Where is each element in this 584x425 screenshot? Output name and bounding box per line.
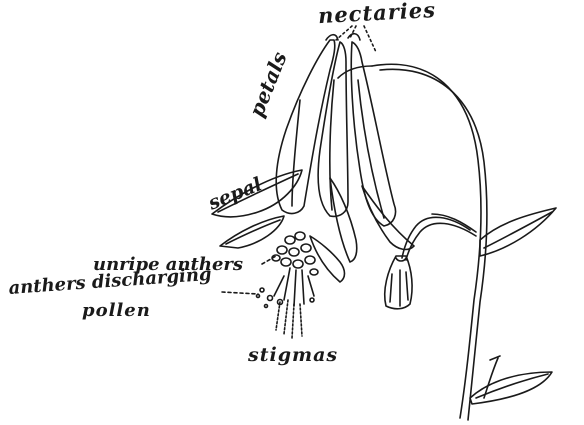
upper-leaf [432,208,556,256]
side-branch [402,217,476,260]
petal-spurs [276,34,395,226]
nectaries-pointers [336,26,376,52]
flower-pedicel [338,66,372,78]
lower-leaf [470,356,552,404]
stigmas-lines [276,300,302,338]
label-nectaries: nectaries [318,0,437,26]
anthers-cluster [257,232,319,308]
label-stigmas: stigmas [248,346,338,365]
label-pollen: pollen [82,302,151,320]
flower-bud [385,256,412,309]
